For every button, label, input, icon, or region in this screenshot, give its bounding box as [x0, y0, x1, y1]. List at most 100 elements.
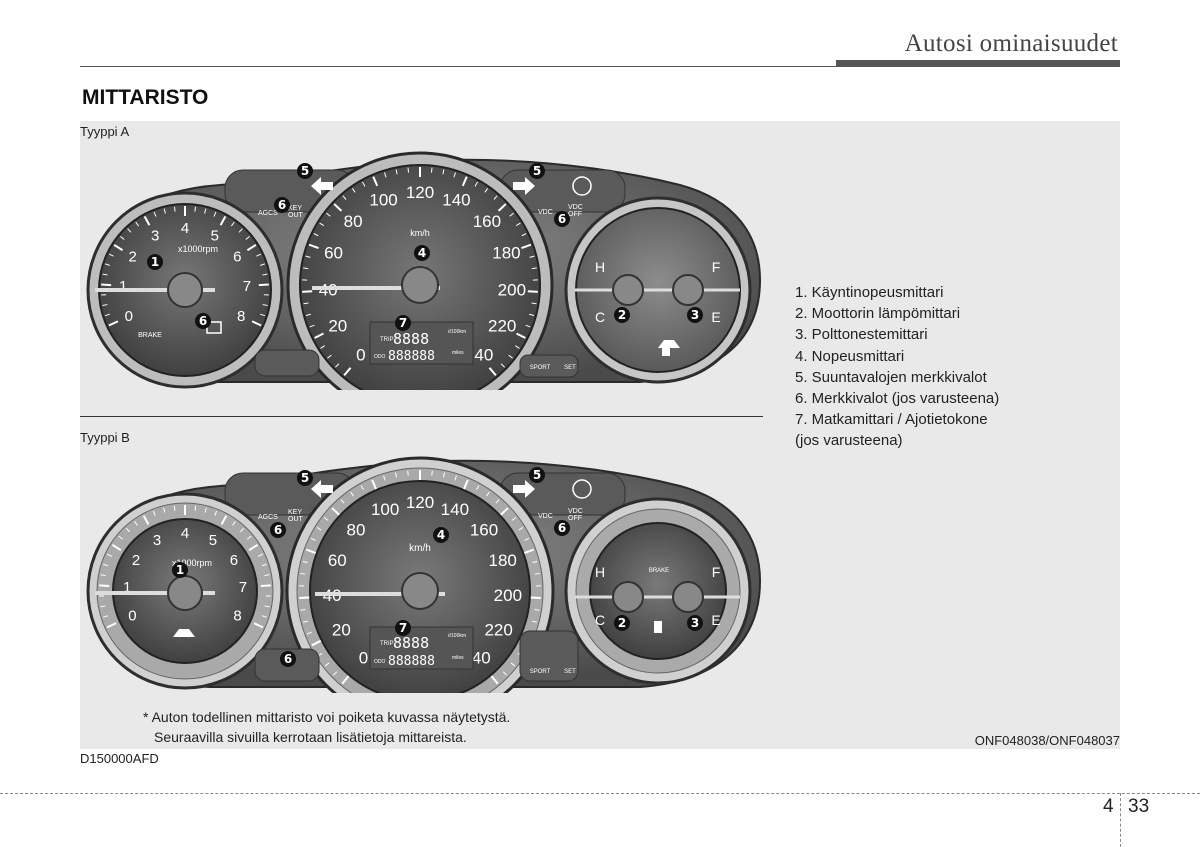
speed-b-number: 200 — [494, 586, 522, 605]
temp-hot-label-b: H — [595, 564, 605, 580]
speed-tick — [303, 267, 309, 270]
tach-number: 1 — [119, 278, 127, 295]
speedometer: 020406080100120140160180200220240 km/h T… — [286, 151, 554, 390]
speed-b-tick — [502, 671, 508, 676]
tach-tick — [143, 215, 151, 226]
speed-tick — [333, 203, 343, 212]
speed-b-tick — [524, 537, 530, 541]
svg-text:6: 6 — [199, 314, 207, 328]
svg-text:6: 6 — [274, 523, 282, 537]
speed-tick — [521, 233, 527, 237]
speed-b-tick — [511, 516, 517, 521]
tach-b-tick — [118, 535, 123, 540]
tach-b-tick — [260, 584, 271, 588]
tach-tick — [105, 263, 111, 266]
callout-5-left-b — [297, 470, 313, 486]
svg-text:2: 2 — [618, 616, 626, 630]
callout-6-tach — [195, 313, 211, 329]
speed-b-tick — [395, 472, 398, 478]
agcs-label: AGCS — [258, 210, 278, 217]
lcd-odo-digits: 888888 — [388, 349, 435, 364]
tach-tick — [251, 320, 262, 327]
tach-b-number: 4 — [181, 525, 189, 542]
speed-b-tick — [463, 479, 469, 490]
tach-b-tick — [100, 574, 106, 577]
speed-tick — [509, 212, 514, 217]
svg-text:1: 1 — [151, 255, 159, 269]
tach-b-tick — [264, 574, 270, 577]
speed-tick — [529, 313, 535, 317]
callout-6 — [274, 197, 290, 213]
speed-tick — [319, 222, 325, 227]
turn-right-arrow-icon — [513, 177, 535, 195]
speed-tick — [453, 172, 456, 178]
temp-cold-label: C — [595, 309, 605, 325]
turn-left-arrow-icon — [311, 177, 333, 195]
tach-b-tick — [253, 622, 264, 629]
tach-b-tick — [261, 563, 267, 567]
speed-b-tick — [305, 548, 317, 554]
speed-b-tick — [518, 527, 524, 531]
speed-b-tick — [495, 499, 500, 504]
tach-tick — [204, 208, 207, 214]
speed-b-tick — [534, 608, 540, 611]
tach-number: 6 — [233, 249, 241, 266]
tach-b-tick — [106, 622, 117, 629]
speed-b-tick — [431, 470, 433, 476]
speed-b-tick — [534, 572, 540, 575]
callout-5-right — [529, 163, 545, 179]
tach-b-number: 1 — [123, 579, 131, 596]
legend-item: 5. Suuntavalojen merkkivalot — [795, 368, 987, 386]
speed-tick — [407, 167, 410, 173]
speed-b-tick — [476, 485, 480, 490]
speed-tick — [326, 212, 331, 217]
speed-b-tick — [340, 499, 345, 504]
speed-tick — [527, 290, 538, 293]
speed-b-tick — [311, 639, 322, 647]
header-rule-accent — [836, 60, 1120, 67]
fuel-full-label: F — [712, 259, 721, 275]
speed-tick — [461, 176, 468, 187]
speed-tick — [500, 363, 505, 368]
legend-list: 1. Käyntinopeusmittari 2. Moottorin lämp… — [795, 282, 999, 452]
tach-tick — [120, 235, 125, 240]
speed-b-number: 180 — [489, 551, 517, 570]
footer-rule — [0, 793, 1200, 794]
speed-b-tick — [331, 507, 340, 516]
speed-tick — [529, 255, 535, 258]
speed-tick — [305, 313, 311, 317]
tach-b-number: 3 — [153, 532, 161, 549]
speed-b-tick — [371, 479, 377, 490]
out-label: OUT — [288, 212, 304, 219]
tach-tick — [259, 263, 265, 266]
tach-number: 4 — [181, 220, 189, 237]
speed-tick — [516, 332, 526, 339]
svg-text:3: 3 — [691, 308, 699, 322]
speed-number: 20 — [328, 316, 347, 335]
tach-b-tick — [204, 507, 207, 513]
tach-tick — [194, 206, 197, 212]
callout-2-b — [614, 615, 630, 631]
lcd-trip-digits: 8888 — [393, 330, 429, 348]
key-label: KEY — [288, 205, 302, 212]
out-label-b: OUT — [288, 516, 304, 523]
speed-tick — [303, 302, 309, 305]
speed-number: 160 — [473, 212, 501, 231]
legend-item: 3. Polttonestemittari — [795, 326, 928, 344]
temp-hot-label: H — [595, 259, 605, 275]
speed-number: 120 — [406, 183, 434, 202]
speed-b-number: 20 — [332, 620, 351, 639]
callout-4 — [414, 245, 430, 261]
svg-text:7: 7 — [399, 621, 407, 635]
tach-b-tick — [103, 563, 109, 567]
speed-b-tick — [324, 662, 330, 667]
speed-tick — [302, 290, 313, 293]
tach-b-tick — [99, 584, 110, 588]
speed-b-tick — [530, 596, 541, 600]
svg-text:1: 1 — [176, 563, 184, 577]
page-number: 33 — [1128, 796, 1150, 817]
turn-left-arrow-icon-b — [311, 480, 333, 498]
callout-5-left — [297, 163, 313, 179]
